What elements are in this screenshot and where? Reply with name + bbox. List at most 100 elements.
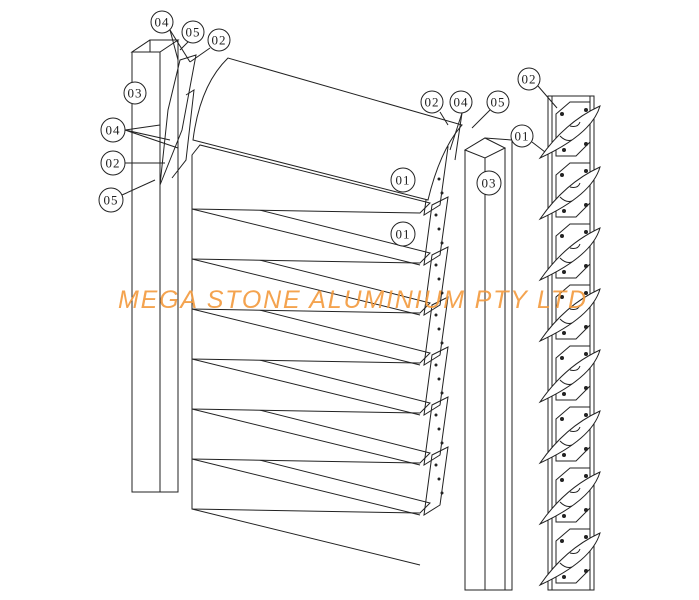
callout-label: 02 (425, 95, 440, 110)
blade-edge (191, 208, 421, 266)
clip-jaw (559, 365, 581, 385)
blade-profile (538, 288, 601, 343)
rivet (560, 112, 564, 116)
rivet (434, 313, 438, 317)
rivet (584, 108, 588, 112)
callout-04: 04 (449, 90, 473, 161)
rivet (434, 363, 438, 367)
callout-02: 02 (100, 150, 165, 176)
louvre-blades (191, 144, 431, 566)
rivet (437, 277, 441, 281)
blade-profile (538, 471, 601, 526)
clip-jaw (559, 548, 581, 568)
rivet (440, 241, 444, 245)
clip-jaw (559, 243, 581, 263)
blade-edge (191, 408, 421, 466)
rivet (584, 413, 588, 417)
rivet (434, 263, 438, 267)
blade-profile (538, 410, 601, 465)
callout-label: 01 (515, 129, 530, 144)
rivet (584, 352, 588, 356)
rivet (437, 377, 441, 381)
callout-label: 03 (128, 86, 143, 101)
callout-label: 05 (186, 25, 201, 40)
callout-label: 03 (482, 176, 497, 191)
clip-jaw (559, 487, 581, 507)
rivet (584, 569, 588, 573)
rivet (440, 441, 444, 445)
rivet (437, 427, 441, 431)
rivet (560, 539, 564, 543)
callout-label: 04 (155, 15, 170, 30)
callout-04: 04 (150, 10, 191, 63)
clip-jaw (559, 182, 581, 202)
clip-jaw (559, 426, 581, 446)
blade-clip (423, 246, 449, 316)
rivet (437, 177, 441, 181)
blade-clip (423, 346, 449, 416)
rivet (434, 463, 438, 467)
rivet (584, 264, 588, 268)
callout-05: 05 (98, 179, 156, 213)
clip-jaw (559, 121, 581, 141)
callout-04: 04 (100, 117, 179, 149)
callout-03: 03 (476, 170, 502, 196)
callout-02: 02 (420, 90, 449, 126)
callout-01: 01 (510, 124, 546, 153)
rivet (562, 331, 566, 335)
blade-edge (191, 308, 421, 366)
callout-02: 02 (189, 28, 231, 63)
clip-detail-column (538, 95, 601, 591)
rivet (437, 477, 441, 481)
rivet (562, 392, 566, 396)
rivet (584, 142, 588, 146)
rivet (584, 535, 588, 539)
callout-05: 05 (471, 90, 510, 129)
rivet (584, 203, 588, 207)
blade-edge (191, 508, 421, 566)
blade-edge (191, 458, 421, 516)
rivet (562, 148, 566, 152)
rivet (437, 327, 441, 331)
callout-05: 05 (179, 20, 205, 51)
rivet (562, 209, 566, 213)
rivet (434, 213, 438, 217)
rivet (562, 270, 566, 274)
callout-label: 02 (106, 156, 121, 171)
clip-jaw (559, 304, 581, 324)
blade-profile (538, 105, 601, 160)
callout-label: 05 (491, 95, 506, 110)
blade-profile (538, 349, 601, 404)
rivet (584, 325, 588, 329)
rivet (584, 447, 588, 451)
rivet (440, 291, 444, 295)
rivet (560, 295, 564, 299)
blade-clip (423, 196, 449, 266)
rivet (440, 191, 444, 195)
rivet (584, 508, 588, 512)
rivet (560, 478, 564, 482)
callout-label: 04 (106, 123, 121, 138)
right-post (463, 137, 513, 591)
blade-clip (423, 396, 449, 466)
top-curved-blade (192, 57, 463, 201)
blade-profile (538, 532, 601, 587)
blade-profile (538, 166, 601, 221)
watermark: MEGA STONE ALUMINIUM PTY LTD (118, 286, 586, 314)
blade-edge (191, 258, 421, 316)
left-clip-bracket (159, 54, 197, 186)
callout-02: 02 (517, 67, 558, 109)
callouts: 04 05 02 03 04 02 05 02 04 05 01 01 03 0… (98, 10, 558, 247)
blade-clip (423, 446, 449, 516)
rivet (437, 227, 441, 231)
rivet (440, 491, 444, 495)
rivet (560, 356, 564, 360)
callout-01: 01 (390, 221, 416, 247)
rivet (584, 474, 588, 478)
rivet (560, 234, 564, 238)
rivet (562, 514, 566, 518)
callout-label: 04 (454, 95, 469, 110)
callout-label: 02 (522, 72, 537, 87)
rivet (584, 291, 588, 295)
